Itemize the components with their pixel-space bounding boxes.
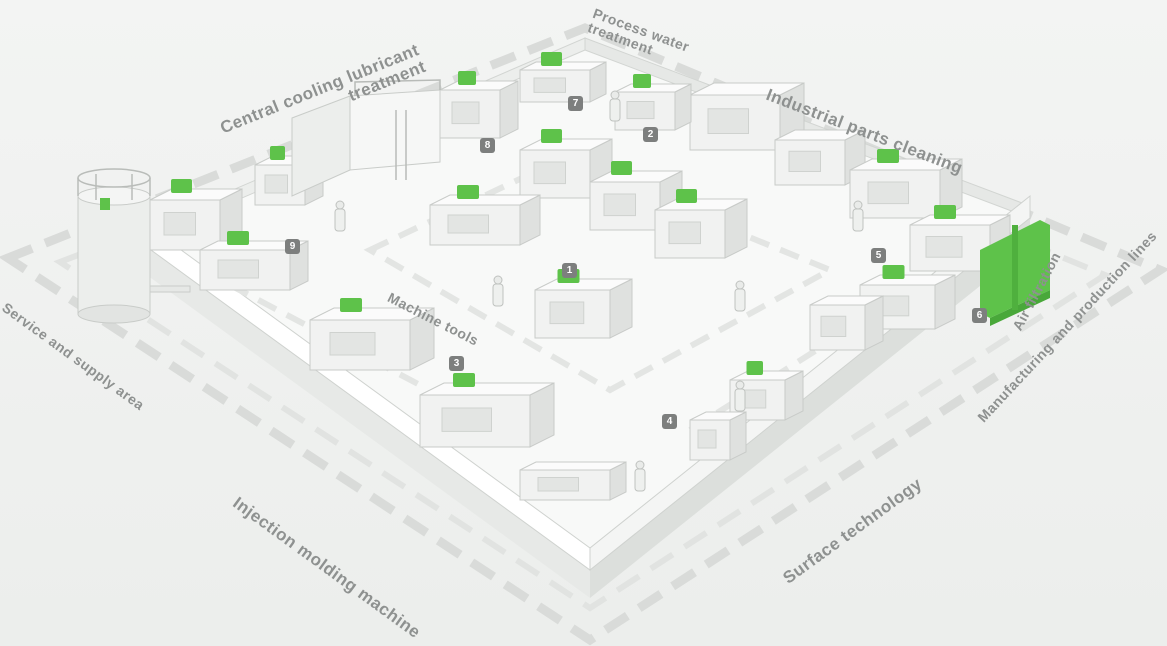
marker-8: 8 <box>480 138 495 153</box>
worker-figure-5 <box>734 380 746 412</box>
service-cabinet <box>149 179 243 251</box>
storage-silo <box>77 168 191 324</box>
marker-3: 3 <box>449 356 464 371</box>
injection-molding-b <box>419 373 555 448</box>
surface-booth-b <box>689 411 747 461</box>
machine-tool-d <box>429 185 541 246</box>
worker-figure-2 <box>492 275 504 307</box>
production-line-a <box>849 149 963 219</box>
marker-6: 6 <box>972 308 987 323</box>
worker-figure-4 <box>852 200 864 232</box>
water-tank <box>614 74 692 131</box>
injection-molding-a <box>309 298 435 371</box>
parts-cleaning-a <box>689 82 805 151</box>
marker-4: 4 <box>662 414 677 429</box>
supply-pallet <box>519 461 627 501</box>
machine-tool-b <box>589 161 683 231</box>
marker-1: 1 <box>562 263 577 278</box>
worker-figure-3 <box>734 280 746 312</box>
cooling-lubricant-plant <box>291 79 441 197</box>
filter-plant <box>439 71 519 139</box>
production-line-b <box>909 205 1011 272</box>
production-line-d <box>809 295 884 351</box>
worker-figure-1 <box>334 200 346 232</box>
air-filtration-unit <box>980 220 1050 326</box>
machine-tool-a <box>519 129 613 199</box>
worker-figure-6 <box>634 460 646 492</box>
water-treatment <box>519 52 607 103</box>
marker-2: 2 <box>643 127 658 142</box>
machine-tool-c <box>654 189 748 259</box>
marker-5: 5 <box>871 248 886 263</box>
floor-edge-left <box>140 242 590 598</box>
parts-cleaning-b <box>774 129 866 186</box>
worker-figure-7 <box>609 90 621 122</box>
marker-7: 7 <box>568 96 583 111</box>
marker-9: 9 <box>285 239 300 254</box>
